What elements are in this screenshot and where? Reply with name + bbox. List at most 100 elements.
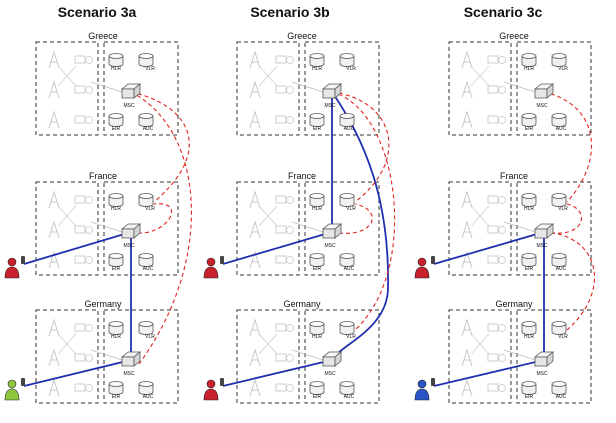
vlr-database-icon	[551, 53, 567, 67]
core-network-box	[304, 309, 380, 404]
auc-database-icon	[551, 253, 567, 267]
auc-database-icon	[339, 381, 355, 395]
vlr-label: VLR	[145, 334, 155, 340]
msc-label: MSC	[123, 103, 135, 109]
mobile-user-icon	[203, 378, 224, 401]
hlr-database-icon	[521, 53, 537, 67]
hlr-database-icon	[309, 53, 325, 67]
bsc-area-box	[35, 309, 99, 404]
signaling-link	[331, 91, 390, 203]
hlr-database-icon	[108, 193, 124, 207]
bsc-area-box	[448, 309, 512, 404]
hlr-label: HLR	[111, 66, 121, 72]
auc-label: AUC	[344, 266, 355, 272]
msc-switch-icon	[120, 351, 142, 367]
mobile-user-icon	[414, 256, 435, 279]
vlr-label: VLR	[558, 334, 568, 340]
msc-switch-icon	[120, 223, 142, 239]
eir-database-icon	[108, 113, 124, 127]
signaling-link	[543, 231, 596, 331]
vlr-database-icon	[339, 53, 355, 67]
auc-database-icon	[138, 381, 154, 395]
auc-label: AUC	[556, 126, 567, 132]
country-label: Germany	[495, 299, 533, 309]
bsc-area-box	[236, 309, 300, 404]
nodes-layer: HLR VLR MSC EIR AUC HLR VLR MSC EIR AUC HLR VLR MSC E…	[108, 53, 568, 400]
phone-icon	[431, 256, 435, 264]
msc-label: MSC	[123, 243, 135, 249]
hlr-database-icon	[521, 321, 537, 335]
vlr-database-icon	[138, 53, 154, 67]
users-layer	[4, 256, 435, 401]
voice-link	[222, 231, 333, 265]
phone-icon	[21, 256, 25, 264]
core-network-box	[516, 181, 592, 276]
bsc-to-msc-line	[90, 349, 123, 361]
country-label: France	[89, 171, 117, 181]
vlr-database-icon	[138, 321, 154, 335]
country-block-germany	[35, 309, 179, 404]
msc-label: MSC	[536, 243, 548, 249]
country-label: Greece	[287, 31, 317, 41]
bsc-to-msc-line	[291, 81, 324, 93]
signaling-link	[130, 91, 190, 203]
signaling-link	[130, 203, 173, 234]
bsc-to-msc-line	[503, 349, 536, 361]
hlr-label: HLR	[524, 334, 534, 340]
mobile-user-icon	[414, 378, 435, 401]
bsc-equipment-faded	[461, 50, 506, 129]
auc-database-icon	[339, 253, 355, 267]
eir-database-icon	[521, 381, 537, 395]
core-network-box	[103, 309, 179, 404]
signaling-link	[543, 203, 583, 234]
core-network-box	[516, 309, 592, 404]
bsc-to-msc-line	[291, 221, 324, 233]
country-block-france	[35, 181, 179, 276]
phone-icon	[21, 378, 25, 386]
auc-label: AUC	[143, 126, 154, 132]
eir-label: EIR	[313, 266, 322, 272]
country-label: Greece	[499, 31, 529, 41]
scenario-title: Scenario 3c	[464, 4, 543, 20]
country-label: Germany	[84, 299, 122, 309]
core-network-box	[304, 181, 380, 276]
vlr-label: VLR	[346, 206, 356, 212]
auc-database-icon	[138, 253, 154, 267]
bsc-equipment-faded	[48, 190, 93, 269]
auc-label: AUC	[344, 126, 355, 132]
country-label: France	[288, 171, 316, 181]
eir-label: EIR	[112, 266, 121, 272]
eir-label: EIR	[313, 126, 322, 132]
msc-label: MSC	[324, 103, 336, 109]
country-block-france	[448, 181, 592, 276]
auc-database-icon	[138, 113, 154, 127]
bsc-to-msc-line	[90, 81, 123, 93]
core-network-box	[103, 181, 179, 276]
hlr-database-icon	[108, 53, 124, 67]
core-network-box	[516, 41, 592, 136]
bsc-equipment-faded	[249, 318, 294, 397]
msc-switch-icon	[321, 223, 343, 239]
mobile-user-icon	[4, 256, 25, 279]
bsc-area-box	[448, 41, 512, 136]
bsc-area-box	[236, 41, 300, 136]
bsc-equipment-faded	[249, 190, 294, 269]
auc-label: AUC	[556, 266, 567, 272]
bsc-equipment-faded	[48, 318, 93, 397]
voice-link	[23, 231, 132, 265]
msc-switch-icon	[321, 351, 343, 367]
auc-database-icon	[339, 113, 355, 127]
vlr-database-icon	[339, 321, 355, 335]
bsc-area-box	[35, 181, 99, 276]
eir-label: EIR	[112, 394, 121, 400]
vlr-database-icon	[138, 193, 154, 207]
vlr-database-icon	[551, 321, 567, 335]
hlr-label: HLR	[111, 334, 121, 340]
country-label: Germany	[283, 299, 321, 309]
bsc-area-box	[236, 181, 300, 276]
eir-label: EIR	[313, 394, 322, 400]
country-boxes-layer	[35, 41, 592, 404]
vlr-database-icon	[551, 193, 567, 207]
vlr-label: VLR	[145, 206, 155, 212]
